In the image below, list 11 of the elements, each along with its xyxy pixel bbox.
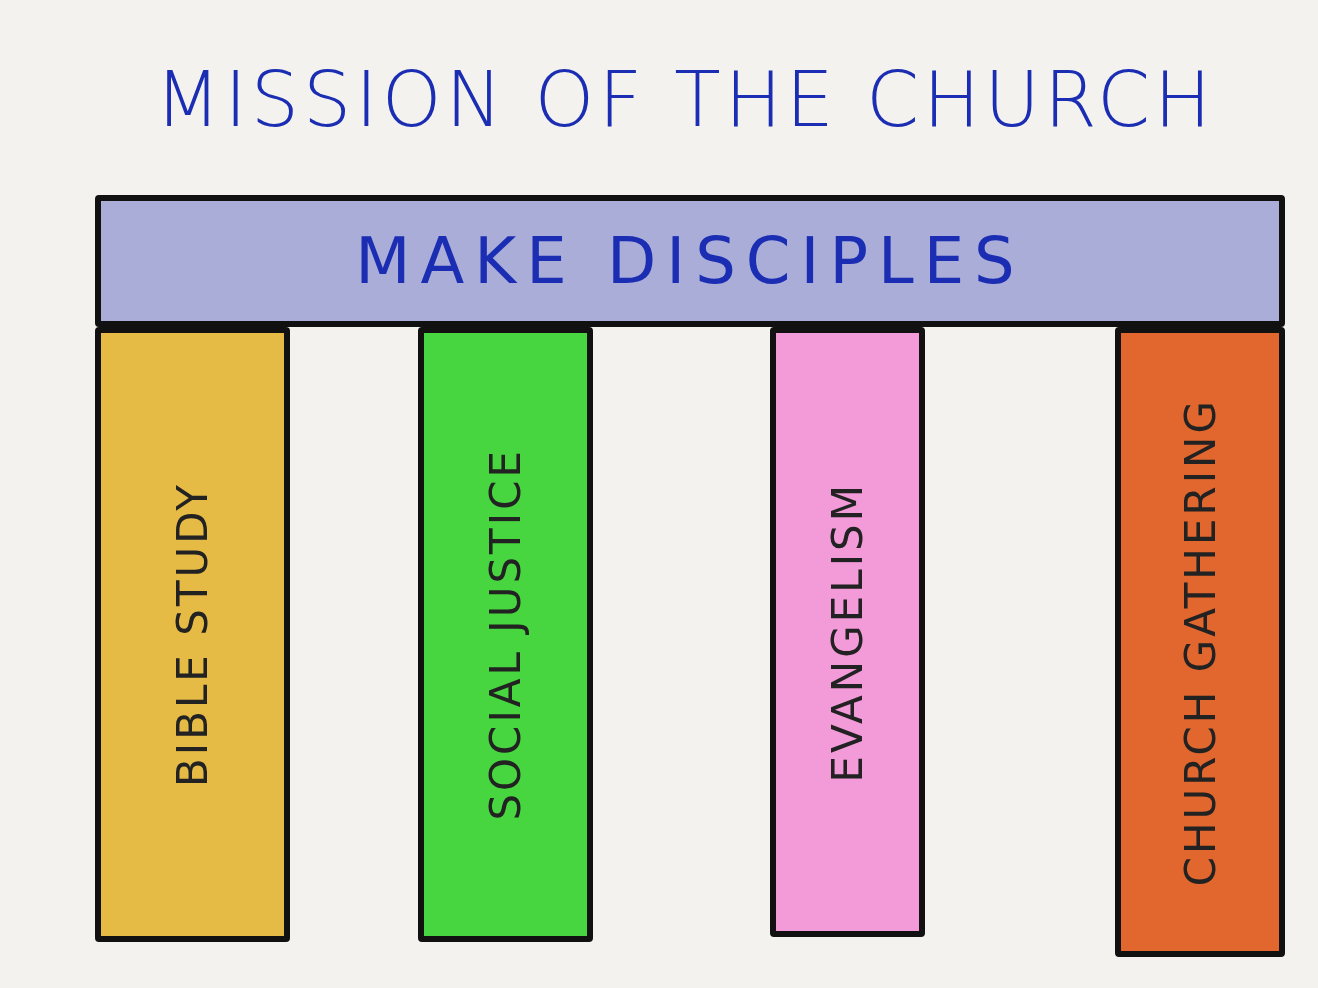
pillar-label: SOCIAL JUSTICE — [481, 448, 530, 821]
pillar-label: BIBLE STUDY — [168, 481, 217, 788]
pillar-column — [95, 327, 290, 942]
pillar-column — [1115, 327, 1285, 957]
pillar-label: CHURCH GATHERING — [1175, 397, 1225, 887]
pillar-column — [418, 327, 593, 942]
pillar-label: EVANGELISM — [823, 481, 872, 783]
title: MISSION OF THE CHURCH — [153, 55, 1217, 144]
pillar-column — [770, 327, 925, 937]
beam-label: MAKE DISCIPLES — [355, 224, 1025, 298]
beam-bar — [95, 195, 1285, 327]
